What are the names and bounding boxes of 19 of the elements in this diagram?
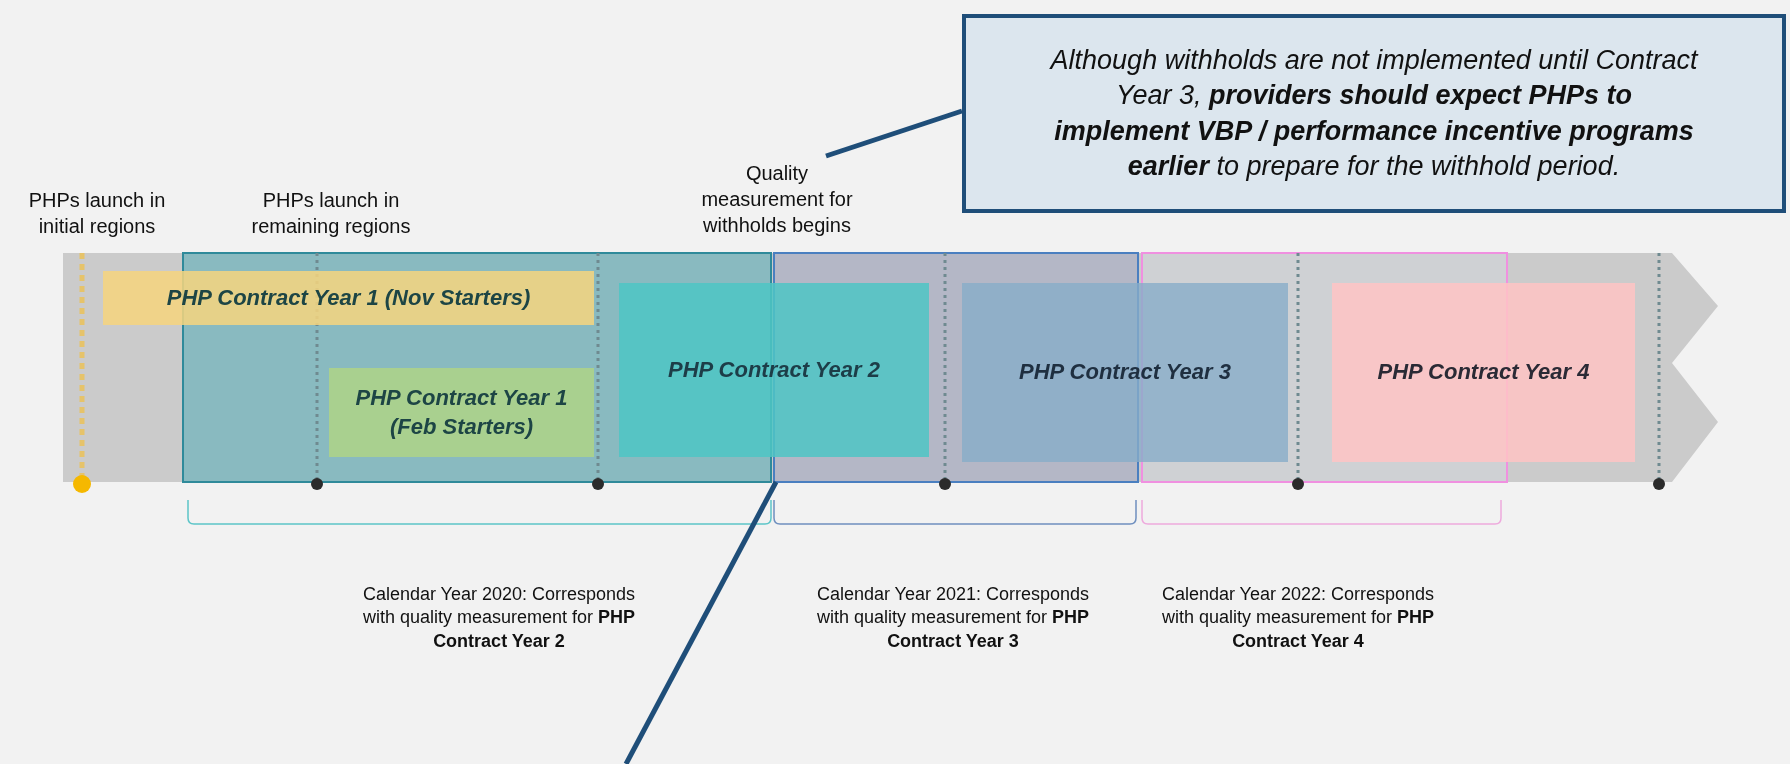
contract-year-label: PHP Contract Year 1 (Nov Starters) (166, 283, 531, 312)
contract-year-label: PHP Contract Year 1 (Feb Starters) (354, 383, 569, 441)
calendar-year-note: Calendar Year 2020: Corresponds with quality measurement for PHP Contract Year 2 (361, 583, 637, 653)
contract-year-label: PHP Contract Year 4 (1377, 358, 1590, 387)
milestone-label: Quality measurement for withholds begins (700, 161, 854, 238)
milestone-label: PHPs launch in remaining regions (250, 188, 412, 239)
contract-year-box (619, 283, 929, 457)
contract-year-label: PHP Contract Year 2 (668, 355, 880, 384)
contract-year-box (329, 368, 594, 457)
callout-text: Although withholds are not implemented until Contract Year 3, providers should expect PHPs to implement VBP / performance incentive programs earlier to prepare for the withhold period. (1048, 44, 1700, 183)
contract-year-box (103, 271, 594, 325)
leader-line (825, 108, 963, 159)
milestone-label: PHPs launch in initial regions (27, 188, 167, 239)
callout-box (962, 14, 1786, 213)
contract-year-box (1332, 283, 1635, 462)
calendar-year-note: Calendar Year 2021: Corresponds with quality measurement for PHP Contract Year 3 (815, 583, 1091, 653)
calendar-year-note: Calendar Year 2022: Corresponds with quality measurement for PHP Contract Year 4 (1160, 583, 1436, 653)
contract-year-box (962, 283, 1288, 462)
contract-year-label: PHP Contract Year 3 (1019, 358, 1231, 387)
